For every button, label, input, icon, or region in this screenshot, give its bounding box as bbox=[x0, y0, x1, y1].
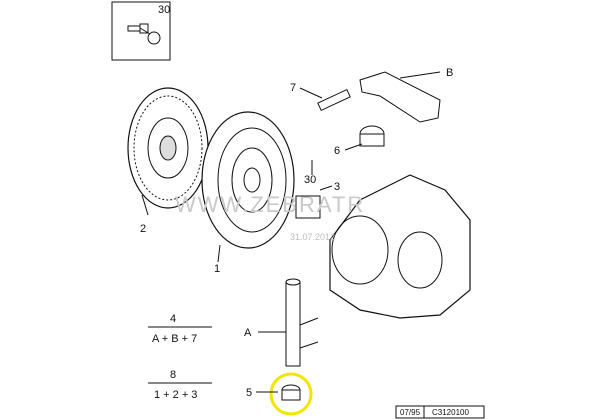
kit-8-formula: 1 + 2 + 3 bbox=[154, 389, 197, 401]
release-bearing bbox=[295, 185, 333, 219]
inset-box: 30 bbox=[111, 1, 171, 61]
bushing-part bbox=[344, 125, 385, 151]
label-shaft: A bbox=[244, 327, 252, 339]
kit-4-formula: A + B + 7 bbox=[152, 333, 197, 345]
screw-icon bbox=[127, 23, 161, 45]
lower-bushing bbox=[256, 372, 313, 416]
label-bolt: 30 bbox=[304, 174, 316, 186]
fork-part bbox=[359, 71, 441, 123]
label-release-bearing: 3 bbox=[334, 181, 340, 193]
watermark-date: 31.07.2012 bbox=[290, 232, 335, 242]
kit-8: 8 1 + 2 + 3 bbox=[148, 369, 212, 401]
kit-8-number: 8 bbox=[170, 369, 176, 381]
gearbox-housing bbox=[329, 174, 471, 319]
label-pressure-plate: 1 bbox=[214, 263, 220, 275]
label-bushing: 6 bbox=[334, 145, 340, 157]
label-lower-bushing: 5 bbox=[246, 387, 252, 399]
label-pin: 7 bbox=[290, 82, 296, 94]
kit-4: 4 A + B + 7 bbox=[148, 313, 212, 345]
inset-label: 30 bbox=[158, 4, 170, 16]
footer-ref: C3120100 bbox=[432, 408, 469, 417]
pressure-plate bbox=[201, 111, 295, 263]
kit-4-number: 4 bbox=[170, 313, 176, 325]
shaft-part bbox=[258, 278, 319, 367]
footer: 07/95 C3120100 bbox=[395, 405, 485, 419]
watermark-text: WWW.ZEBRATR bbox=[175, 192, 365, 217]
footer-date: 07/95 bbox=[400, 408, 421, 417]
pin-part bbox=[299, 87, 351, 112]
label-disc: 2 bbox=[140, 223, 146, 235]
highlight-circle bbox=[269, 372, 313, 416]
label-fork: B bbox=[446, 67, 453, 79]
